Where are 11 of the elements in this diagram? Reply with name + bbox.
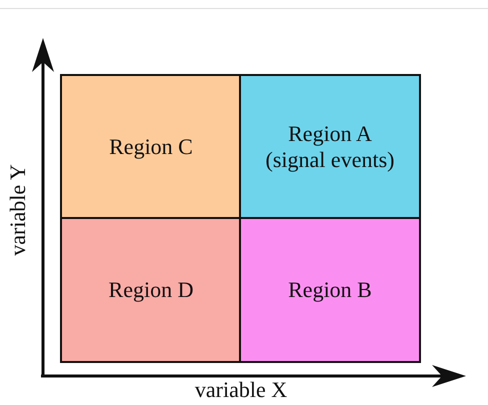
region-box [60, 74, 242, 220]
region-box [239, 217, 421, 363]
region-title: Region C [109, 134, 193, 160]
region-note: (signal events) [266, 147, 394, 173]
axis-label: variable Y [5, 164, 31, 256]
axis-label: variable X [194, 377, 288, 403]
region-title: Region D [108, 277, 194, 303]
region-box [239, 74, 421, 220]
region-box [60, 217, 242, 363]
region-title: Region A [288, 121, 372, 147]
region-title: Region B [288, 277, 372, 303]
